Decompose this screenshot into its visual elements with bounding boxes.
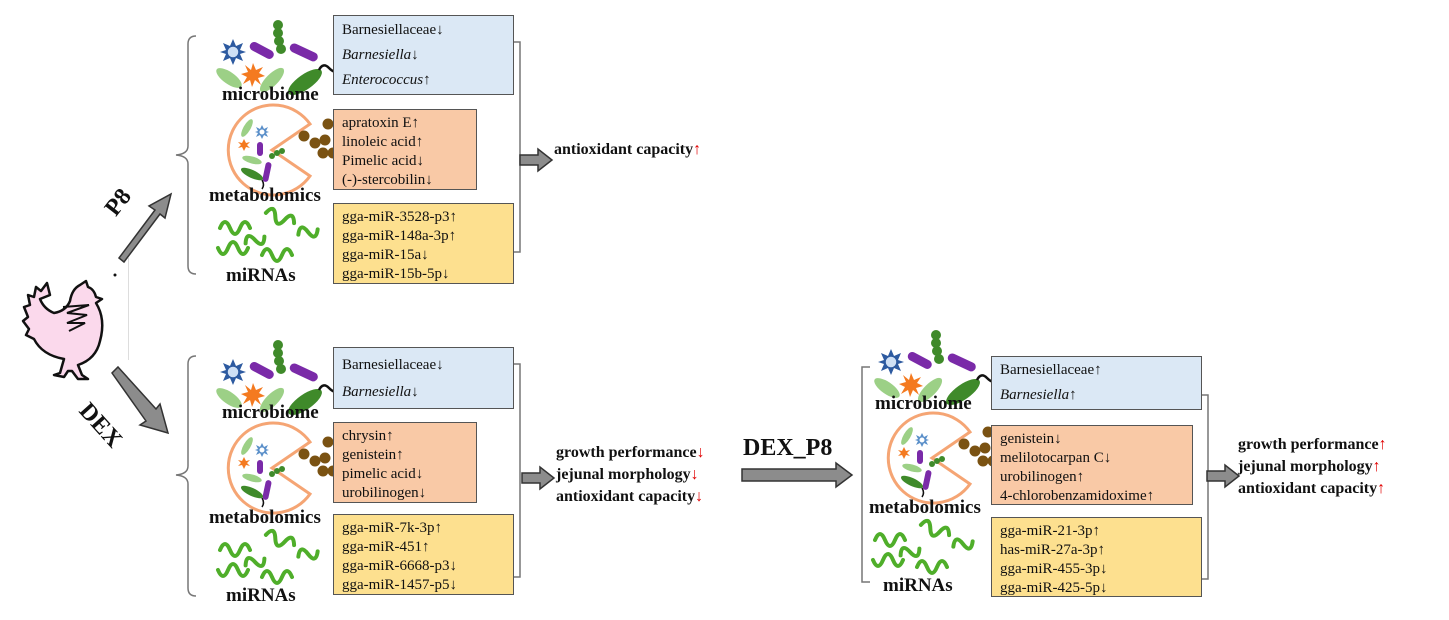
outcome-item: jejunal morphology↑: [1238, 458, 1381, 475]
metabolite-item: chrysin↑: [342, 428, 394, 444]
p8-outcomes: antioxidant capacity↑: [554, 139, 701, 161]
mirna-item: gga-miR-15a↓: [342, 247, 429, 263]
mirna-item: gga-miR-455-3p↓: [1000, 561, 1108, 577]
dex-p8-mirna-box: gga-miR-21-3p↑ has-miR-27a-3p↑ gga-miR-4…: [991, 517, 1202, 597]
microbiome-label: microbiome: [222, 84, 319, 105]
outcome-item: jejunal morphology↓: [556, 466, 699, 483]
mirna-item: gga-miR-1457-p5↓: [342, 577, 457, 593]
mirnas-label: miRNAs: [226, 265, 296, 286]
indicator-arrow: ↑: [693, 141, 702, 158]
p8-brace: [175, 35, 197, 275]
mirna-item: gga-miR-15b-5p↓: [342, 266, 450, 282]
dex-mirna-box: gga-miR-7k-3p↑ gga-miR-451↑ gga-miR-6668…: [333, 514, 514, 595]
metabolite-item: melilotocarpan C↓: [1000, 450, 1112, 466]
dex-p8-outcomes: growth performance↑ jejunal morphology↑ …: [1238, 434, 1387, 500]
dex-outcomes: growth performance↓ jejunal morphology↓ …: [556, 442, 705, 508]
metabolomics-icon: [226, 103, 340, 197]
mirna-item: has-miR-27a-3p↑: [1000, 542, 1105, 558]
dex-p8-label: DEX_P8: [743, 435, 833, 461]
mirna-item: gga-miR-21-3p↑: [1000, 523, 1100, 539]
p8-microbiome-box: Barnesiellaceae↓ Barnesiella↓ Enterococc…: [333, 15, 514, 95]
metabolomics-label: metabolomics: [209, 185, 321, 206]
indicator-arrow: ↑: [1372, 458, 1381, 475]
indicator-arrow: ↓: [690, 466, 699, 483]
metabolite-item: Pimelic acid↓: [342, 153, 425, 169]
mirna-icon: [871, 517, 977, 575]
taxon-item: Barnesiella↑: [1000, 387, 1077, 403]
indicator-arrow: ↑: [1378, 436, 1387, 453]
mirna-item: gga-miR-6668-p3↓: [342, 558, 457, 574]
dex-arrow: [111, 365, 170, 435]
metabolite-item: 4-chlorobenzamidoxime↑: [1000, 488, 1155, 504]
outcome-item: growth performance↑: [1238, 436, 1387, 453]
outcome-item: growth performance↓: [556, 444, 705, 461]
outcome-item: antioxidant capacity↑: [1238, 480, 1386, 497]
dex-p8-microbiome-box: Barnesiellaceae↑ Barnesiella↑: [991, 356, 1202, 410]
dex-p8-right-bracket: [1202, 394, 1209, 580]
taxon-item: Enterococcus↑: [342, 72, 431, 88]
taxon-item: Barnesiellaceae↑: [1000, 362, 1102, 378]
taxon-item: Barnesiella↓: [342, 47, 419, 63]
microbiome-label: microbiome: [875, 393, 972, 414]
metabolite-item: genistein↑: [342, 447, 404, 463]
outcome-item: antioxidant capacity↑: [554, 141, 702, 158]
metabolite-item: genistein↓: [1000, 431, 1062, 447]
mirna-item: gga-miR-451↑: [342, 539, 430, 555]
mirnas-label: miRNAs: [883, 575, 953, 596]
metabolomics-label: metabolomics: [209, 507, 321, 528]
indicator-arrow: ↓: [696, 444, 705, 461]
dex-p8-left-bracket: [861, 366, 870, 583]
metabolomics-icon: [886, 411, 1000, 505]
taxon-item: Barnesiellaceae↓: [342, 357, 444, 373]
mirna-item: gga-miR-148a-3p↑: [342, 228, 457, 244]
chicken-icon: [21, 273, 117, 381]
mirna-icon: [216, 205, 322, 263]
metabolite-item: urobilinogen↑: [1000, 469, 1085, 485]
microbiome-label: microbiome: [222, 402, 319, 423]
p8-mirna-box: gga-miR-3528-p3↑ gga-miR-148a-3p↑ gga-mi…: [333, 203, 514, 284]
dex-metabolomics-box: chrysin↑ genistein↑ pimelic acid↓ urobil…: [333, 422, 477, 503]
mirna-item: gga-miR-7k-3p↑: [342, 520, 442, 536]
mirna-item: gga-miR-3528-p3↑: [342, 209, 457, 225]
p8-outcome-arrow: [519, 148, 553, 172]
dex-p8-arrow: [741, 461, 854, 489]
p8-arrow: [117, 192, 173, 264]
indicator-arrow: ↑: [1377, 480, 1386, 497]
metabolomics-icon: [226, 421, 340, 515]
mirna-icon: [216, 527, 322, 585]
metabolite-item: urobilinogen↓: [342, 485, 427, 501]
dex-brace: [175, 355, 197, 597]
mirnas-label: miRNAs: [226, 585, 296, 606]
mirna-item: gga-miR-425-5p↓: [1000, 580, 1108, 596]
metabolite-item: (-)-stercobilin↓: [342, 172, 433, 188]
metabolite-item: pimelic acid↓: [342, 466, 424, 482]
divider-line: [128, 258, 129, 360]
taxon-item: Barnesiella↓: [342, 384, 419, 400]
p8-right-bracket: [514, 41, 521, 253]
outcome-item: antioxidant capacity↓: [556, 488, 704, 505]
indicator-arrow: ↓: [695, 488, 704, 505]
dex-microbiome-box: Barnesiellaceae↓ Barnesiella↓: [333, 347, 514, 409]
dex-p8-metabolomics-box: genistein↓ melilotocarpan C↓ urobilinoge…: [991, 425, 1193, 505]
metabolomics-label: metabolomics: [869, 497, 981, 518]
dex-p8-outcome-arrow: [1206, 464, 1240, 488]
p8-metabolomics-box: apratoxin E↑ linoleic acid↑ Pimelic acid…: [333, 109, 477, 190]
metabolite-item: linoleic acid↑: [342, 134, 424, 150]
dex-right-bracket: [514, 363, 521, 578]
metabolite-item: apratoxin E↑: [342, 115, 420, 131]
dex-outcome-arrow: [521, 466, 555, 490]
taxon-item: Barnesiellaceae↓: [342, 22, 444, 38]
